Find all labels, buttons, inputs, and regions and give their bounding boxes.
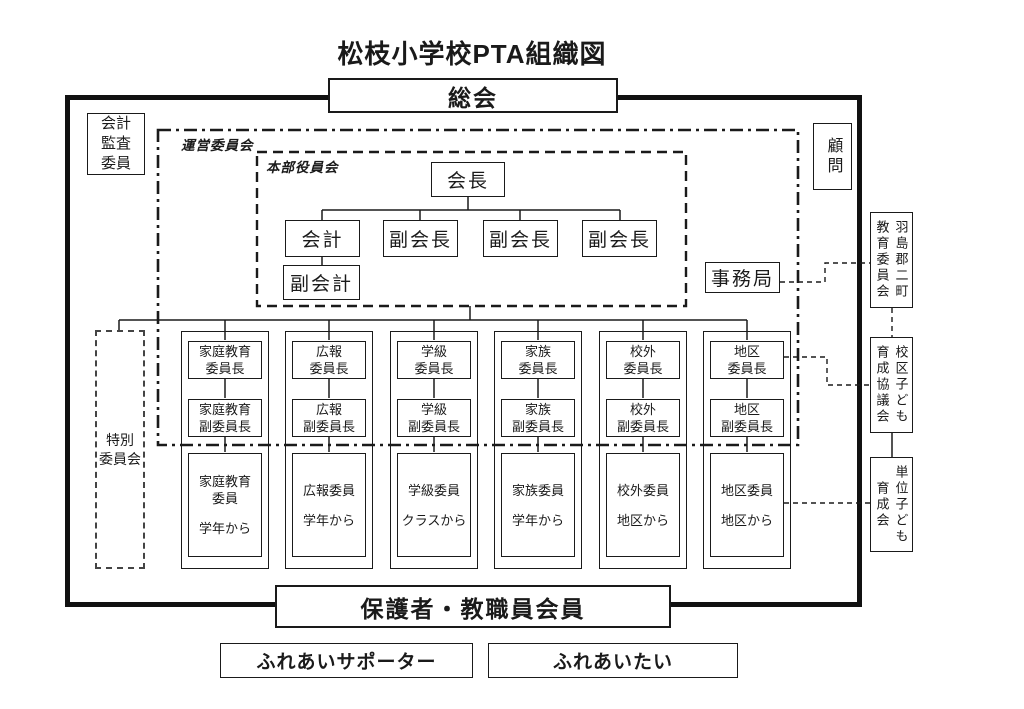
member-box: 家庭教育 委員 学年から	[188, 453, 262, 557]
committee-column-chiku: 地区 委員長 地区 副委員長 地区委員 地区から	[703, 331, 791, 569]
treasurer-box: 会計	[285, 220, 360, 257]
vice-chair-box: 学級 副委員長	[397, 399, 471, 437]
secretariat-box: 事務局	[705, 262, 780, 293]
vtext-line: 育成協議会	[874, 345, 890, 425]
special-committee-box: 特別 委員会	[95, 330, 145, 569]
committee-column-kazoku: 家族 委員長 家族 副委員長 家族委員 学年から	[494, 331, 582, 569]
vice-chair-box: 家族 副委員長	[501, 399, 575, 437]
member-source: 学年から	[511, 512, 564, 528]
chair-box: 家族 委員長	[501, 341, 575, 379]
chair-box: 校外 委員長	[606, 341, 680, 379]
general-assembly-box: 総会	[328, 78, 618, 113]
members-bar: 保護者・教職員会員	[275, 585, 671, 628]
vice-chair-box: 校外 副委員長	[606, 399, 680, 437]
advisor-label: 顧問	[824, 136, 842, 177]
fureai-tai-box: ふれあいたい	[488, 643, 738, 678]
member-name: 広報委員	[302, 482, 355, 498]
chair-box: 広報 委員長	[292, 341, 366, 379]
member-name: 地区委員	[720, 482, 773, 498]
member-source: クラスから	[401, 512, 467, 528]
hq-officers-label: 本部役員会	[266, 160, 339, 175]
committee-column-katei-kyoiku: 家庭教育 委員長 家庭教育 副委員長 家庭教育 委員 学年から	[181, 331, 269, 569]
deputy-treasurer-box: 副会計	[283, 265, 360, 300]
vice-chair-box: 家庭教育 副委員長	[188, 399, 262, 437]
member-source: 学年から	[198, 521, 251, 536]
president-box: 会長	[431, 162, 505, 197]
vtext-line: 教育委員会	[874, 220, 890, 300]
member-source: 地区から	[616, 512, 669, 528]
steering-committee-label: 運営委員会	[181, 138, 254, 153]
vice-president-3-box: 副会長	[582, 220, 657, 257]
member-box: 校外委員 地区から	[606, 453, 680, 557]
audit-committee-box: 会計 監査 委員	[87, 113, 145, 175]
member-source: 地区から	[720, 512, 773, 528]
member-box: 家族委員 学年から	[501, 453, 575, 557]
chair-box: 学級 委員長	[397, 341, 471, 379]
committee-column-gakkyu: 学級 委員長 学級 副委員長 学級委員 クラスから	[390, 331, 478, 569]
external-org-unit-children-association: 単位子ども 育成会	[870, 457, 913, 552]
committee-column-kogai: 校外 委員長 校外 副委員長 校外委員 地区から	[599, 331, 687, 569]
vtext-line: 育成会	[874, 480, 890, 529]
vtext-line: 羽島郡二町	[893, 220, 909, 300]
vice-chair-box: 広報 副委員長	[292, 399, 366, 437]
vice-president-2-box: 副会長	[483, 220, 558, 257]
member-name: 校外委員	[616, 482, 669, 498]
chair-box: 地区 委員長	[710, 341, 784, 379]
member-name: 家族委員	[511, 482, 564, 498]
vice-chair-box: 地区 副委員長	[710, 399, 784, 437]
member-source: 学年から	[302, 512, 355, 528]
vtext-line: 単位子ども	[893, 464, 909, 545]
vtext-line: 校区子ども	[893, 345, 909, 425]
external-org-school-district-children-council: 校区子ども 育成協議会	[870, 337, 913, 433]
external-org-hashima-board-of-education: 羽島郡二町 教育委員会	[870, 212, 913, 308]
vice-president-1-box: 副会長	[383, 220, 458, 257]
member-box: 広報委員 学年から	[292, 453, 366, 557]
member-box: 学級委員 クラスから	[397, 453, 471, 557]
member-name: 学級委員	[407, 482, 460, 498]
member-box: 地区委員 地区から	[710, 453, 784, 557]
committee-column-koho: 広報 委員長 広報 副委員長 広報委員 学年から	[285, 331, 373, 569]
member-name: 家庭教育 委員	[198, 474, 251, 506]
advisor-box: 顧問	[813, 123, 852, 190]
page-title: 松枝小学校PTA組織図	[337, 39, 607, 69]
chair-box: 家庭教育 委員長	[188, 341, 262, 379]
fureai-supporter-box: ふれあいサポーター	[220, 643, 473, 678]
